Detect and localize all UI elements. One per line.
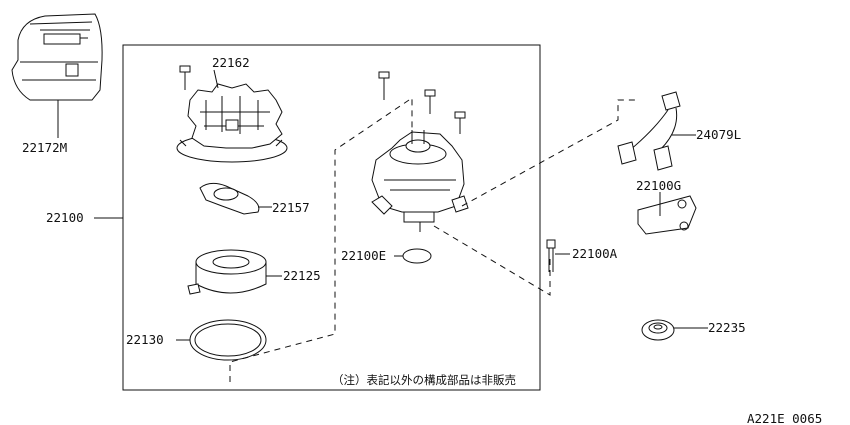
label-22172M: 22172M (22, 140, 67, 155)
bracket-drawing (637, 192, 697, 235)
label-22157: 22157 (272, 200, 310, 215)
figure-code: A221E 0065 (747, 411, 822, 425)
label-24079L: 24079L (696, 127, 741, 142)
label-22100G: 22100G (636, 178, 681, 193)
label-22100E: 22100E (341, 248, 386, 263)
dashed-leader (461, 99, 636, 207)
distributor-body-drawing (371, 71, 469, 232)
assembly-frame (122, 44, 541, 391)
label-22100A: 22100A (572, 246, 618, 261)
washer-drawing (641, 319, 708, 341)
label-22100: 22100 (46, 210, 84, 225)
distributor-cap-drawing (176, 65, 288, 163)
cover-part-drawing (11, 13, 103, 138)
o-ring-drawing (176, 319, 267, 361)
housing-cap-drawing (187, 249, 282, 295)
note-text: （注）表記以外の構成部品は非販売 (332, 373, 516, 387)
wire-harness-drawing (617, 91, 696, 171)
dashed-leader (433, 225, 551, 296)
label-22130: 22130 (126, 332, 164, 347)
small-seal-drawing (402, 248, 432, 264)
label-22125: 22125 (283, 268, 321, 283)
rotor-drawing (199, 182, 272, 215)
label-22235: 22235 (708, 320, 746, 335)
dashed-leader (229, 97, 413, 382)
label-22162: 22162 (212, 55, 250, 70)
bolt-drawing (546, 239, 570, 272)
